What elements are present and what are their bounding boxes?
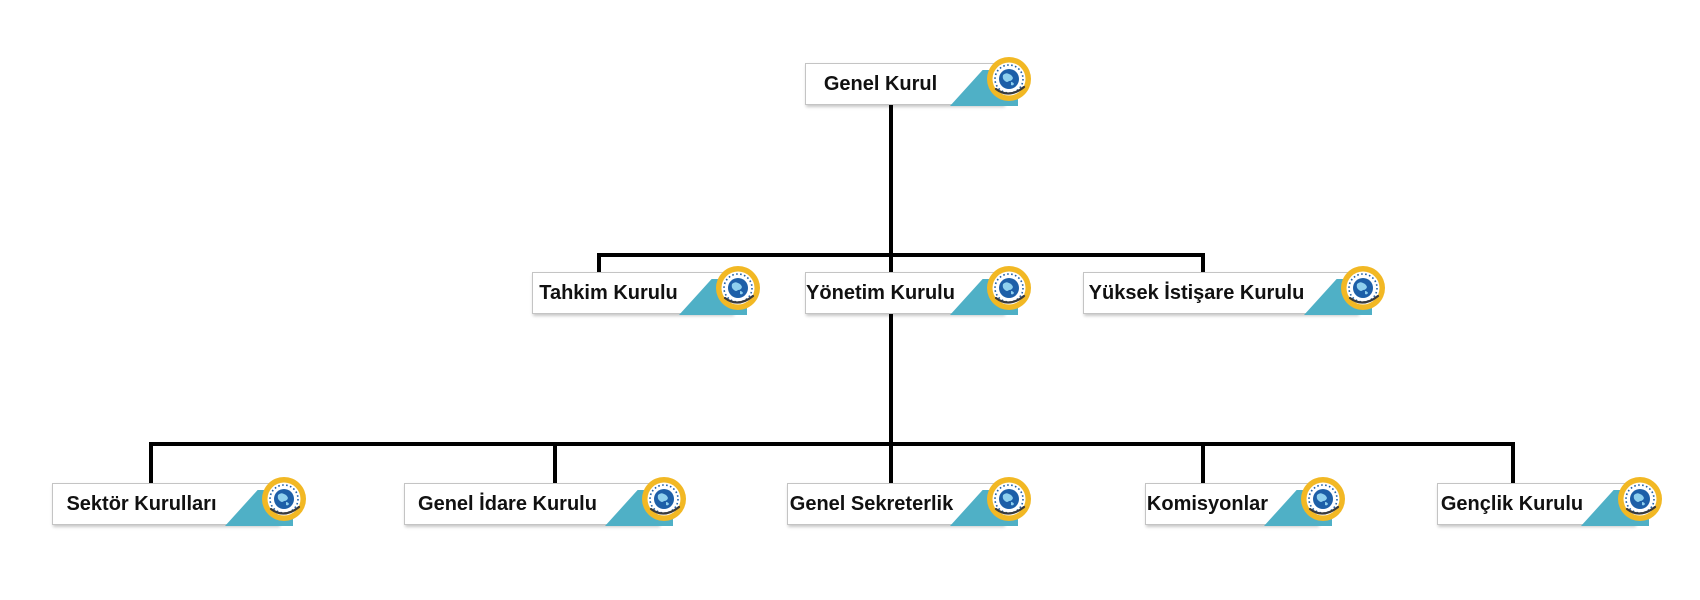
organization-logo-icon [1340,265,1386,311]
organization-logo-icon [641,476,687,522]
node-label: Komisyonlar [1146,492,1269,515]
organization-logo-icon [261,476,307,522]
node-label: Yüksek İstişare Kurulu [1088,281,1305,304]
organization-logo-icon [1617,476,1663,522]
node-label: Genel Sekreterlik [789,492,954,515]
node-label: Yönetim Kurulu [806,281,955,304]
organization-logo-icon [715,265,761,311]
node-yuksek-istisare-kurulu: Yüksek İstişare Kurulu [1083,272,1380,315]
node-komisyonlar: Komisyonlar [1145,483,1340,526]
organization-logo-icon [1300,476,1346,522]
node-genel-kurul: Genel Kurul [805,63,1026,106]
node-genclik-kurulu: Gençlik Kurulu [1437,483,1657,526]
node-genel-idare-kurulu: Genel İdare Kurulu [404,483,681,526]
node-yonetim-kurulu: Yönetim Kurulu [805,272,1026,315]
node-sektor-kurullari: Sektör Kurulları [52,483,301,526]
node-label: Gençlik Kurulu [1440,492,1584,515]
organization-logo-icon [986,56,1032,102]
node-tahkim-kurulu: Tahkim Kurulu [532,272,755,315]
node-label: Genel İdare Kurulu [418,492,597,515]
node-label: Genel Kurul [823,72,938,95]
node-label: Sektör Kurulları [66,492,217,515]
organization-logo-icon [986,265,1032,311]
organization-logo-icon [986,476,1032,522]
node-label: Tahkim Kurulu [539,281,678,304]
node-genel-sekreterlik: Genel Sekreterlik [787,483,1026,526]
